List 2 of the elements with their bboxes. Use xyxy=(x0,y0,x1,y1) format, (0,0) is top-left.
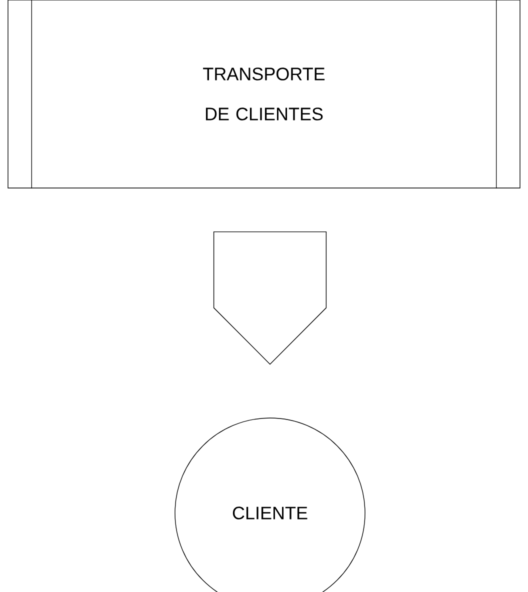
off-page-connector xyxy=(213,231,327,365)
process-box: TRANSPORTE DE CLIENTES xyxy=(8,0,520,189)
